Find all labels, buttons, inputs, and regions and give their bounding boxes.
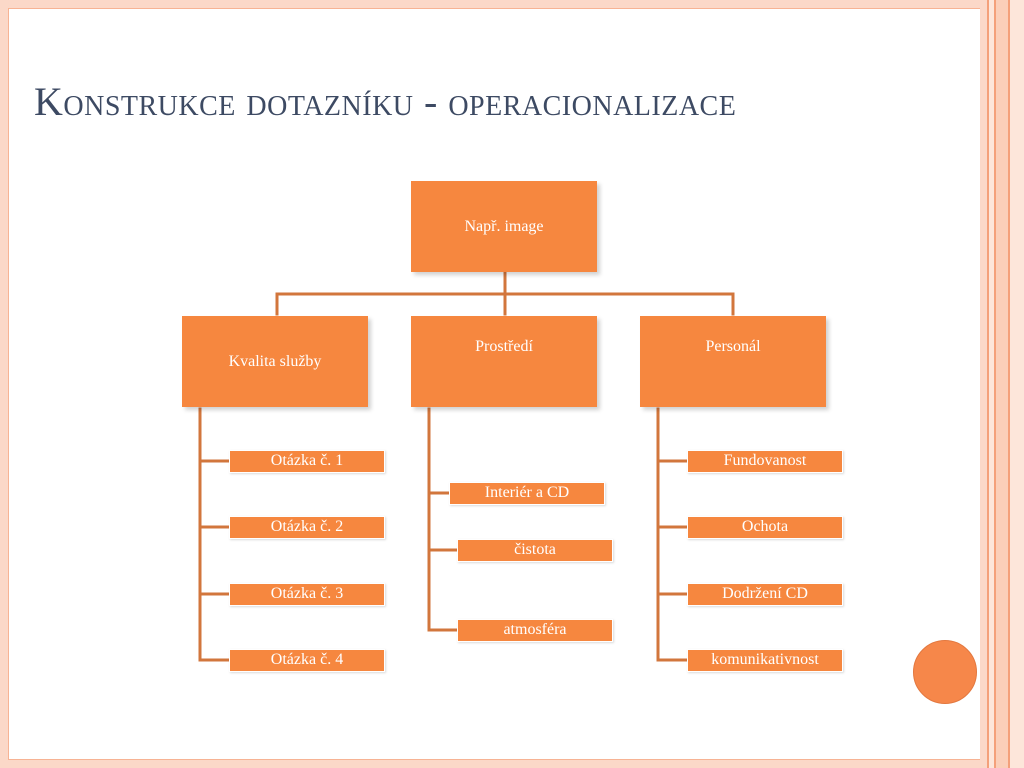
side-stripe bbox=[987, 0, 989, 768]
slide-frame-line-bottom bbox=[8, 759, 980, 760]
side-stripe bbox=[980, 0, 987, 768]
slide-frame-top bbox=[0, 0, 980, 8]
side-stripe bbox=[989, 0, 994, 768]
slide-frame-left bbox=[0, 0, 8, 768]
diagram-branch-node-1: Kvalita služby bbox=[182, 316, 368, 407]
slide-frame-line-left bbox=[8, 8, 9, 760]
diagram-leaf-node: Otázka č. 3 bbox=[229, 583, 385, 606]
diagram-branch-label: Kvalita služby bbox=[228, 352, 322, 370]
diagram-branch-node-3: Personál bbox=[640, 316, 826, 407]
side-stripe bbox=[1008, 0, 1010, 768]
diagram-leaf-node: komunikativnost bbox=[687, 649, 843, 672]
slide-frame-bottom bbox=[0, 760, 980, 768]
diagram-root-label: Např. image bbox=[464, 217, 544, 235]
diagram-leaf-node: Ochota bbox=[687, 516, 843, 539]
slide-title: Konstrukce dotazníku - operacionalizace bbox=[34, 79, 737, 124]
diagram-branch-label: Personál bbox=[705, 338, 761, 355]
diagram-leaf-node: Interiér a CD bbox=[449, 482, 605, 505]
side-stripe bbox=[1010, 0, 1024, 768]
slide-frame-line-top bbox=[8, 8, 980, 9]
diagram-leaf-node: Dodržení CD bbox=[687, 583, 843, 606]
side-stripe bbox=[994, 0, 996, 768]
diagram-leaf-node: čistota bbox=[457, 539, 613, 562]
diagram-leaf-node: Otázka č. 2 bbox=[229, 516, 385, 539]
diagram-branch-node-2: Prostředí bbox=[411, 316, 597, 407]
side-stripe bbox=[996, 0, 1008, 768]
decorative-circle bbox=[913, 640, 977, 704]
diagram-leaf-node: Fundovanost bbox=[687, 450, 843, 473]
diagram-branch-label: Prostředí bbox=[475, 338, 533, 355]
diagram-leaf-node: Otázka č. 1 bbox=[229, 450, 385, 473]
diagram-leaf-node: Otázka č. 4 bbox=[229, 649, 385, 672]
diagram-root-node: Např. image bbox=[411, 181, 597, 272]
diagram-leaf-node: atmosféra bbox=[457, 619, 613, 642]
